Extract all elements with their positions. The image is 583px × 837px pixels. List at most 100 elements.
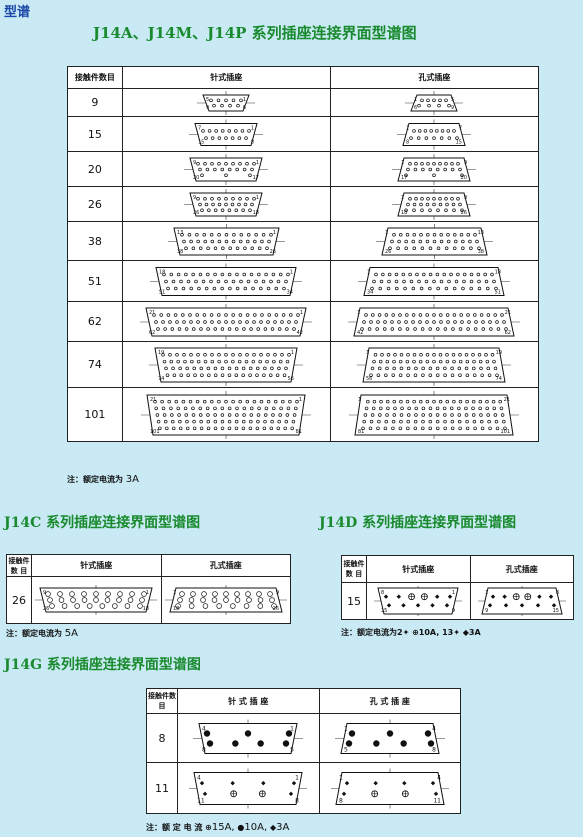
contact-dot bbox=[375, 326, 380, 331]
contact-dot bbox=[213, 167, 217, 171]
contact-dot bbox=[364, 412, 368, 417]
contact-dot bbox=[479, 399, 483, 403]
contact-dot bbox=[166, 286, 171, 290]
contact-number-bl: 34 bbox=[367, 289, 373, 295]
contact-dot bbox=[213, 272, 218, 276]
contact-dot bbox=[167, 399, 172, 403]
contact-dot bbox=[49, 603, 56, 609]
table-header-row: 接触件数 目 针 式 插 座 孔 式 插 座 bbox=[146, 688, 461, 714]
contact-diamond bbox=[519, 603, 524, 608]
contact-dot bbox=[124, 603, 131, 609]
contact-number-tl: 19 bbox=[158, 350, 164, 356]
contact-dot bbox=[285, 412, 290, 417]
contact-large bbox=[348, 729, 355, 737]
contact-dot bbox=[220, 103, 225, 107]
contact-dot bbox=[231, 196, 236, 201]
d-title: J14D 系列插座连接界面型谱图 bbox=[319, 515, 517, 531]
contact-number-bl: 8 bbox=[202, 746, 206, 753]
contact-dot bbox=[205, 202, 209, 206]
contact-large bbox=[232, 739, 239, 747]
contact-dot bbox=[224, 202, 229, 206]
contact-dot bbox=[248, 426, 253, 430]
contact-dot bbox=[203, 161, 208, 166]
contact-dot bbox=[405, 232, 410, 237]
contact-number-tr: 1 bbox=[256, 160, 259, 166]
contact-count: 9 bbox=[67, 88, 123, 117]
contact-dot bbox=[163, 326, 168, 331]
contact-number-tr: 1 bbox=[299, 397, 302, 403]
contact-dot bbox=[286, 359, 290, 363]
contact-dot bbox=[445, 352, 450, 357]
contact-dot bbox=[70, 597, 76, 603]
contact-dot bbox=[129, 591, 135, 597]
contact-dot bbox=[419, 352, 424, 357]
contact-dot bbox=[491, 352, 495, 357]
contact-dot bbox=[242, 412, 247, 417]
contact-dot bbox=[186, 426, 190, 430]
contact-dot bbox=[165, 426, 169, 430]
contact-dot bbox=[266, 352, 271, 357]
contact-number-tl: 4 bbox=[197, 774, 201, 781]
contact-dot bbox=[228, 412, 232, 417]
contact-dot bbox=[270, 419, 275, 423]
contact-dot bbox=[285, 326, 289, 331]
plus-icon: ✦ bbox=[402, 628, 410, 637]
contact-dot bbox=[224, 312, 229, 317]
contact-dot bbox=[458, 426, 463, 430]
contact-dot bbox=[468, 239, 472, 243]
contact-number-br: 11 bbox=[433, 797, 441, 804]
contact-dot bbox=[171, 366, 176, 370]
contact-dot bbox=[473, 419, 477, 423]
contact-dot bbox=[194, 279, 199, 283]
contact-number-bl: 5 bbox=[344, 746, 348, 753]
contact-dot bbox=[372, 359, 377, 363]
contact-dot bbox=[206, 406, 210, 410]
contact-number-tl: 1 bbox=[358, 397, 361, 403]
contact-dot bbox=[214, 426, 218, 430]
contact-dot bbox=[112, 603, 118, 609]
contact-dot bbox=[428, 419, 433, 423]
c-col-count: 接触件数 目 bbox=[6, 554, 32, 577]
contact-dot bbox=[282, 312, 286, 317]
contact-number-br: 18 bbox=[253, 210, 259, 216]
contact-dot bbox=[206, 366, 211, 370]
contact-dot bbox=[235, 366, 239, 370]
contact-dot bbox=[374, 352, 378, 357]
contact-dot bbox=[178, 326, 182, 331]
contact-dot bbox=[408, 196, 413, 201]
contact-dot bbox=[365, 406, 369, 410]
contact-dot bbox=[198, 246, 203, 250]
contact-dot bbox=[381, 272, 385, 276]
connector-shell bbox=[146, 394, 306, 435]
contact-dot bbox=[238, 352, 243, 357]
contact-dot bbox=[419, 359, 423, 363]
contact-dot bbox=[296, 312, 301, 317]
contact-diamond bbox=[551, 603, 556, 608]
contact-dot bbox=[162, 272, 167, 276]
contact-number-tr: 4 bbox=[437, 774, 441, 781]
contact-number-br: 18 bbox=[143, 606, 149, 612]
contact-dot bbox=[485, 279, 489, 283]
contact-dot bbox=[466, 312, 471, 317]
contact-number-tl: 1 bbox=[406, 125, 409, 131]
contact-dot bbox=[172, 372, 177, 377]
contact-dot bbox=[395, 279, 399, 283]
contact-dot bbox=[444, 246, 449, 250]
contact-dot bbox=[240, 128, 245, 133]
contact-dot bbox=[258, 359, 263, 363]
contact-number-tl: 1 bbox=[401, 160, 404, 166]
contact-dot bbox=[436, 419, 440, 423]
contact-dot bbox=[207, 372, 211, 377]
contact-dot bbox=[210, 352, 215, 357]
contact-dot bbox=[179, 279, 184, 283]
contact-dot bbox=[481, 326, 486, 331]
contact-dot bbox=[443, 366, 448, 370]
contact-dot bbox=[415, 272, 420, 276]
contact-dot bbox=[425, 319, 430, 324]
contact-dot bbox=[252, 196, 257, 201]
